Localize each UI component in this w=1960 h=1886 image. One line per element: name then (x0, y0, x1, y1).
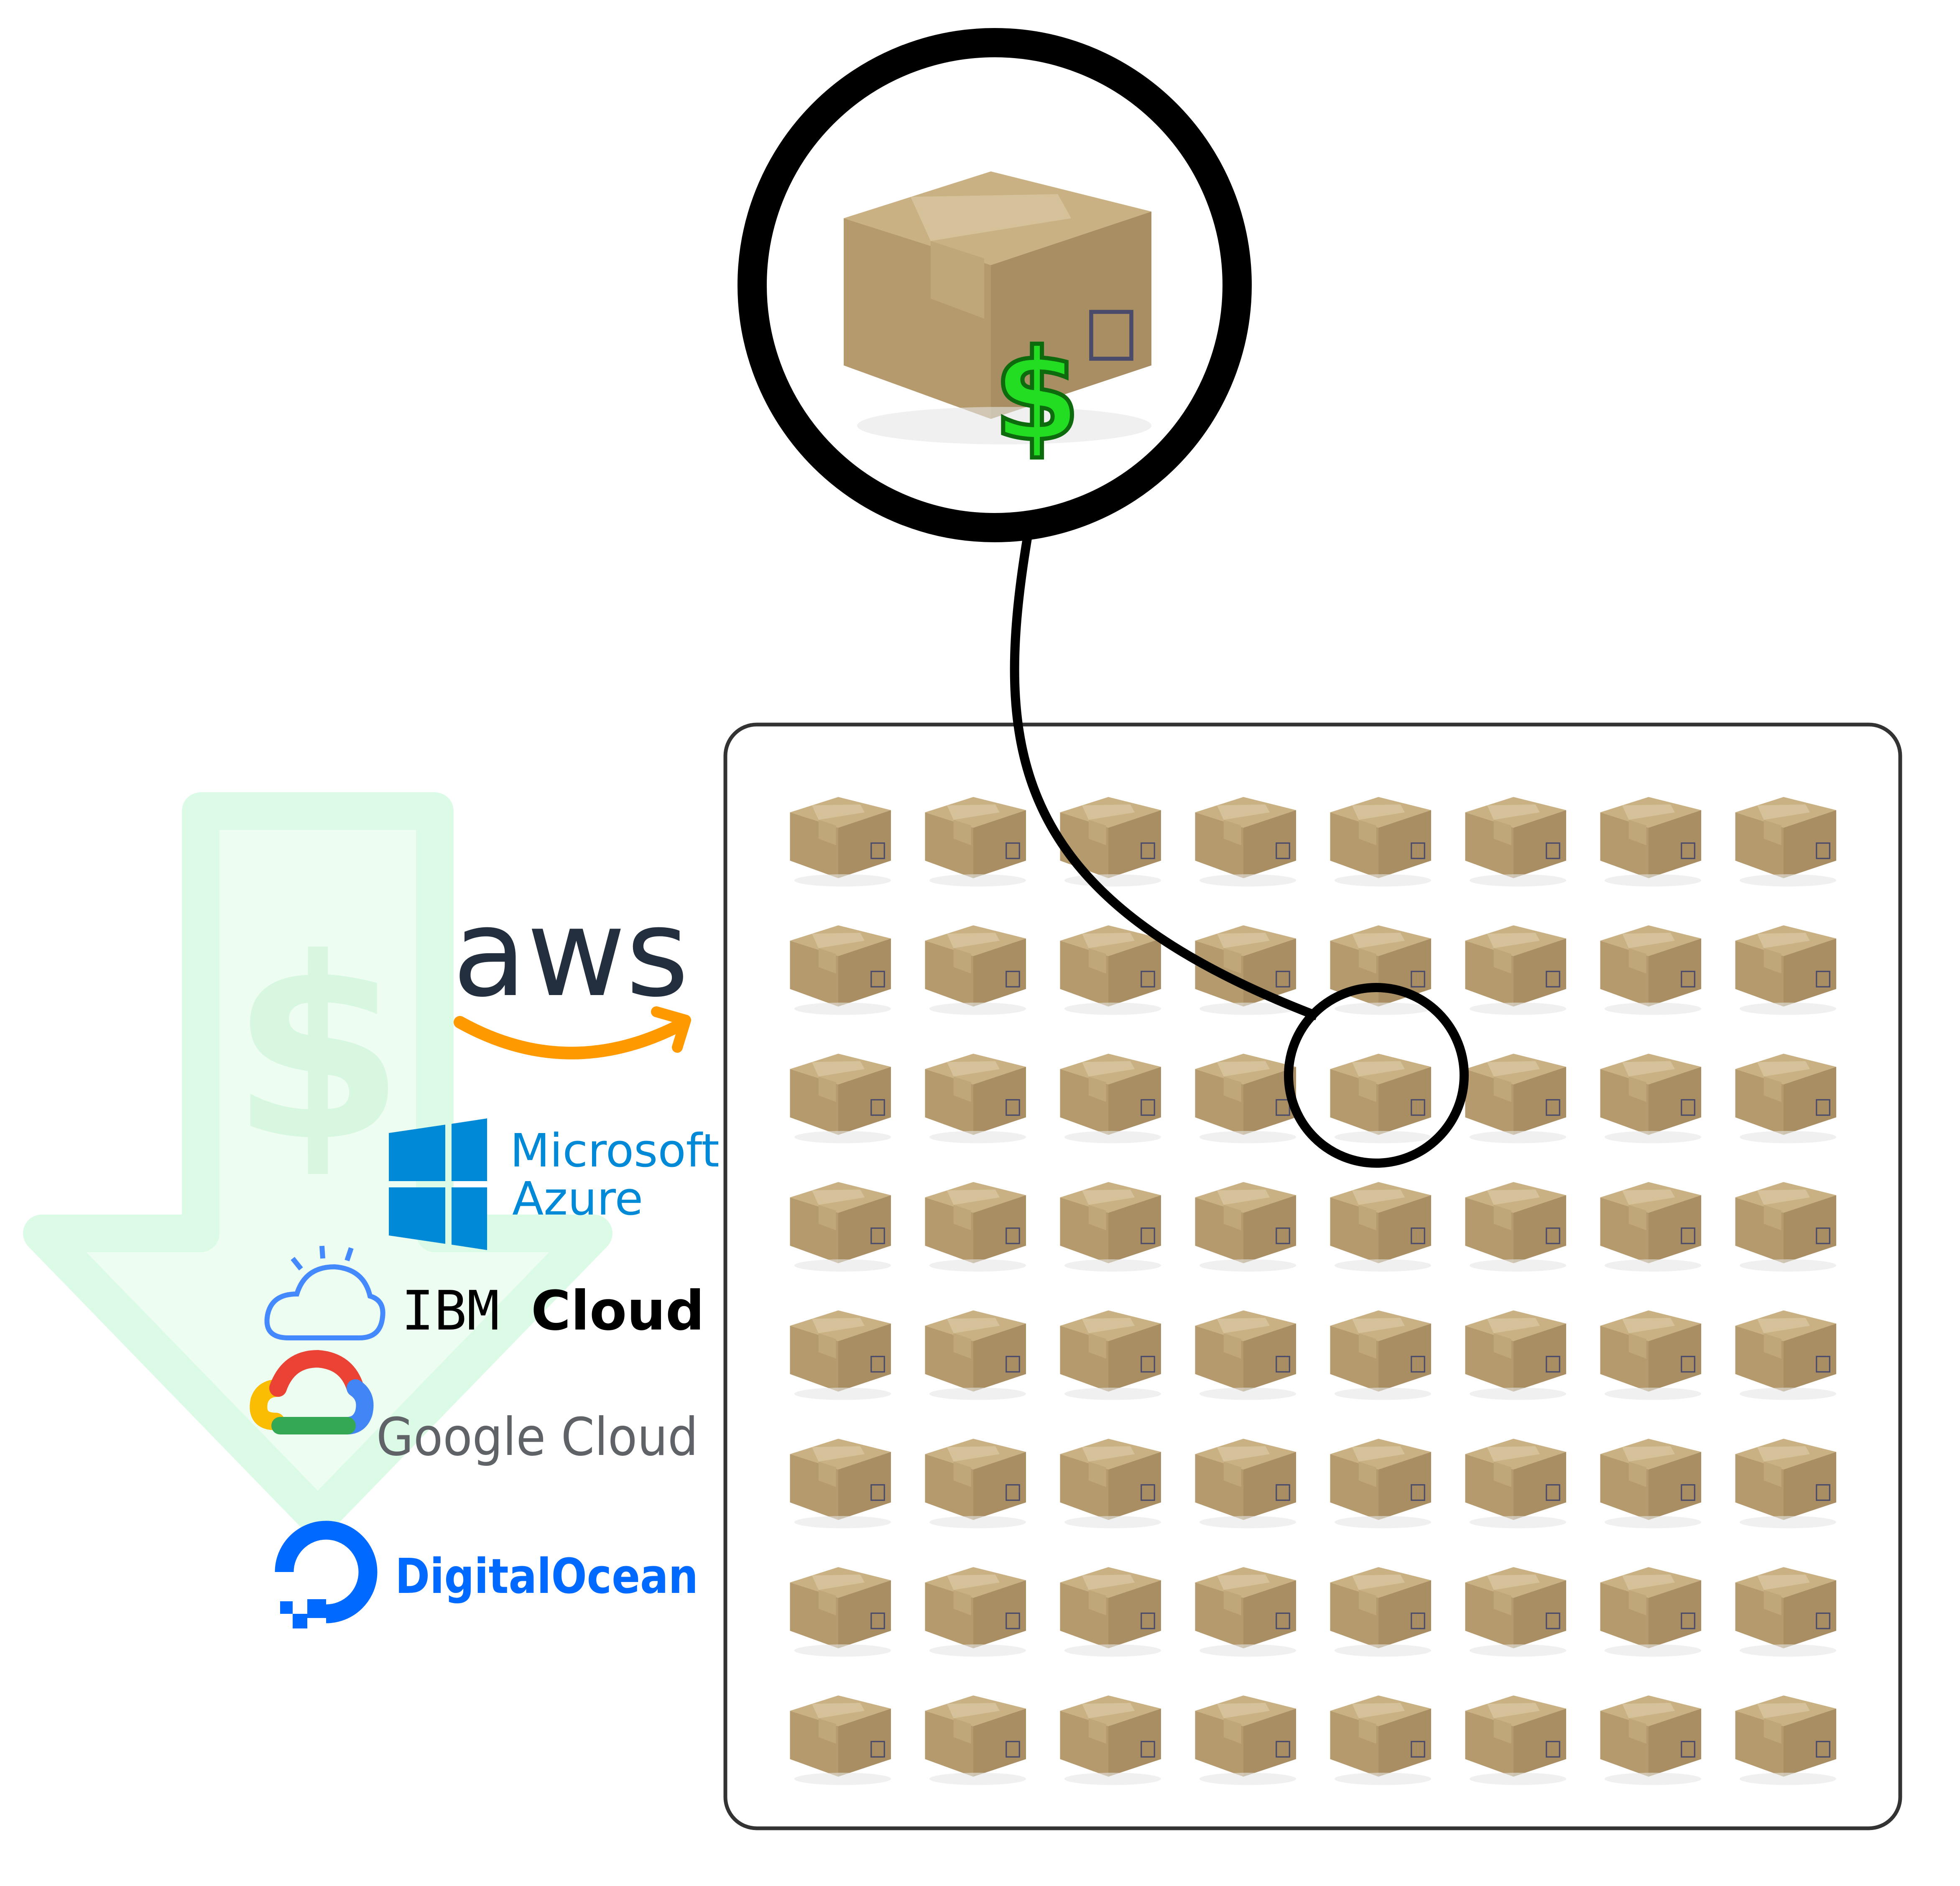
aws-wordmark: aws (452, 883, 689, 1024)
highlight-ring (1284, 983, 1469, 1168)
cloud-wordmark: Cloud (531, 1279, 704, 1342)
google-cloud-icon (250, 1350, 374, 1434)
ibm-wordmark: IBM (401, 1279, 500, 1342)
google-cloud-logo: Google Cloud (250, 1350, 698, 1467)
provider-logos: aws Microsoft Azure IBM Cloud (250, 883, 720, 1628)
cost-down-arrow: $ (23, 792, 612, 1536)
arrow-dollar-sign: $ (230, 904, 405, 1197)
aws-logo: aws (452, 883, 691, 1059)
digitalocean-wordmark: DigitalOcean (395, 1549, 698, 1605)
digitalocean-logo: DigitalOcean (275, 1521, 698, 1628)
azure-line2: Azure (512, 1172, 643, 1225)
azure-line1: Microsoft (510, 1124, 720, 1177)
connector-line (1010, 530, 1319, 1021)
dollar-sign-icon: $ (993, 323, 1081, 469)
magnified-box-callout: $ (738, 28, 1252, 542)
down-arrow-icon (23, 792, 612, 1536)
ibm-cloud-logo: IBM Cloud (264, 1245, 704, 1342)
aws-smile-icon (454, 1016, 688, 1059)
windows-icon (389, 1118, 487, 1250)
digitalocean-icon (275, 1521, 378, 1628)
container-panel (723, 722, 1902, 1830)
ibm-cloud-icon (264, 1245, 385, 1340)
azure-logo: Microsoft Azure (389, 1118, 720, 1250)
google-cloud-wordmark: Google Cloud (376, 1407, 698, 1467)
